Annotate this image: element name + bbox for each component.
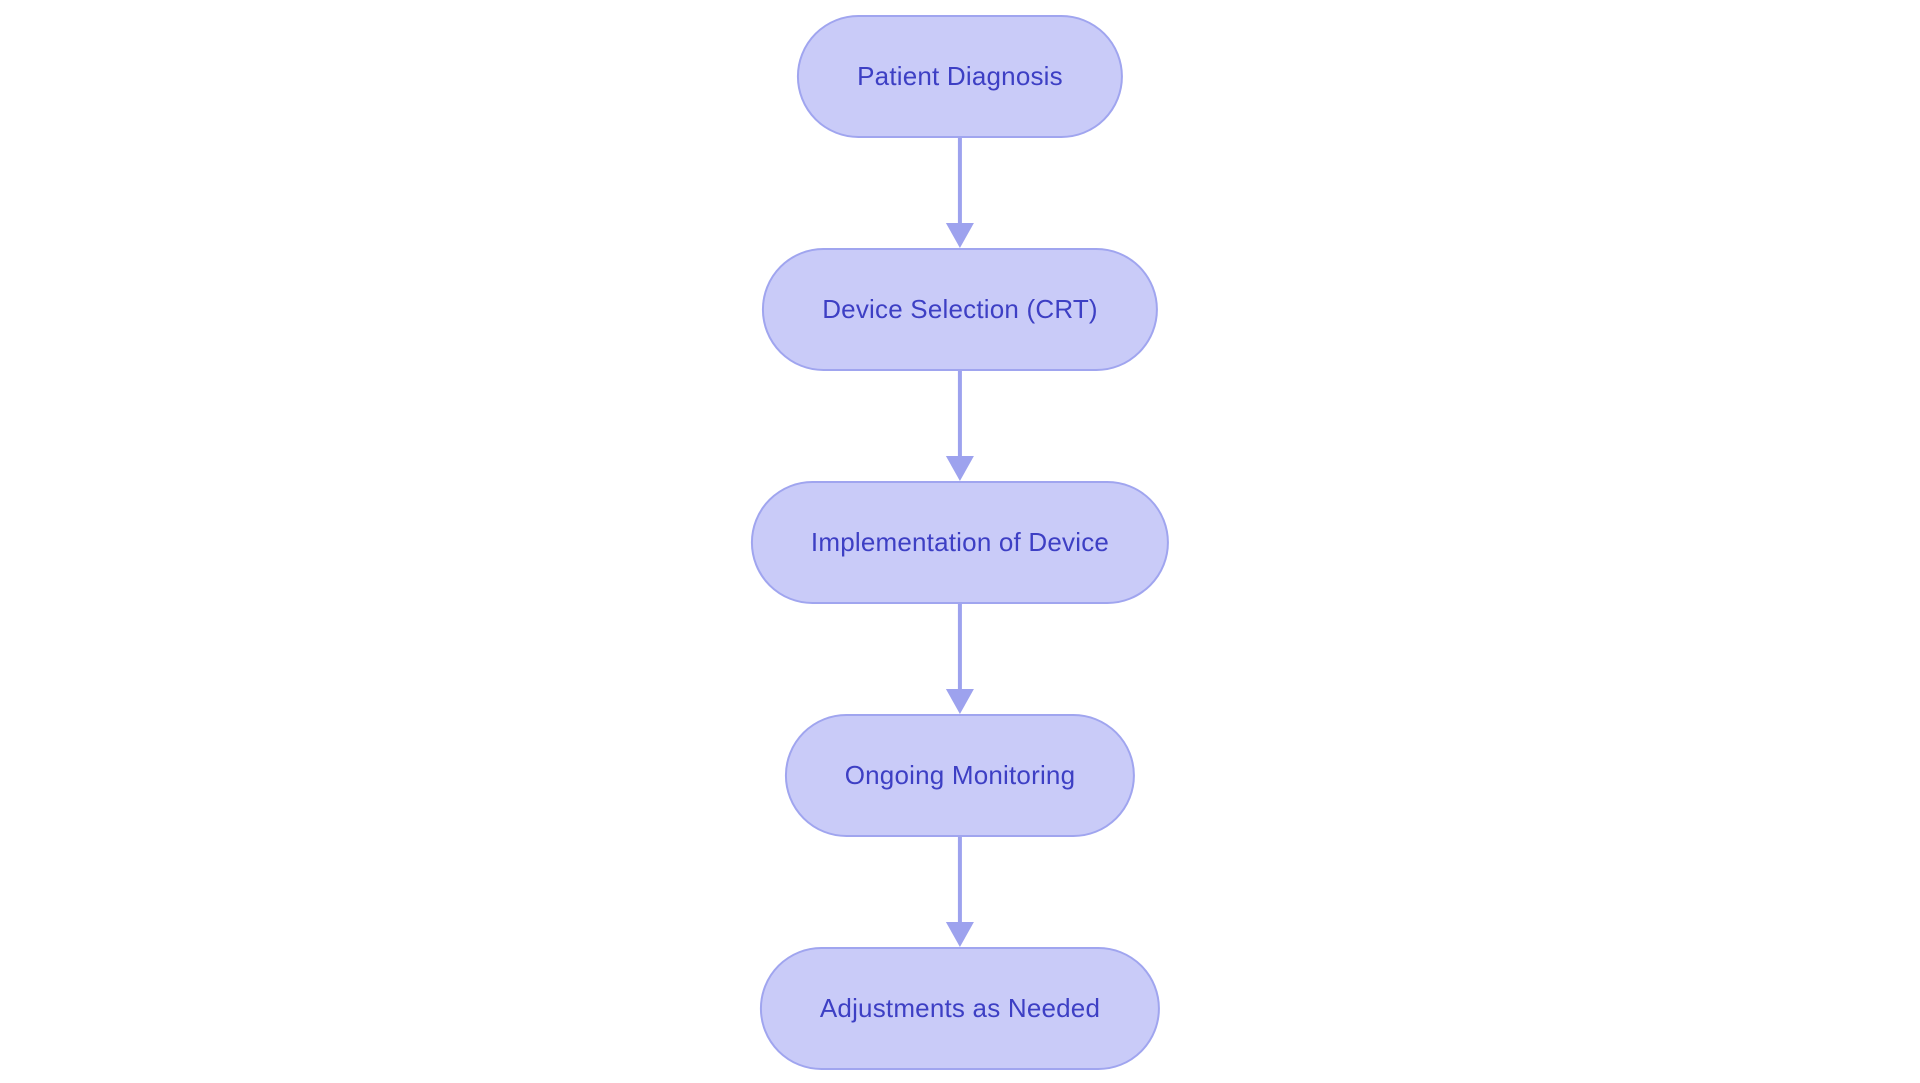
- arrowhead-down-icon: [945, 922, 974, 947]
- arrow-line: [957, 138, 962, 223]
- flow-arrow-implementation-of-device-to-ongoing-monitoring: [945, 604, 974, 714]
- arrowhead-down-icon: [945, 689, 974, 714]
- flow-node-patient-diagnosis: Patient Diagnosis: [797, 15, 1123, 138]
- flow-node-label: Ongoing Monitoring: [844, 760, 1076, 790]
- arrowhead-down-icon: [945, 456, 974, 481]
- flow-node-label: Implementation of Device: [810, 527, 1110, 557]
- flow-node-device-selection-crt: Device Selection (CRT): [762, 248, 1158, 371]
- flow-arrow-device-selection-crt-to-implementation-of-device: [945, 371, 974, 481]
- flow-arrow-patient-diagnosis-to-device-selection-crt: [945, 138, 974, 248]
- flow-node-adjustments-as-needed: Adjustments as Needed: [759, 947, 1161, 1070]
- flow-node-label: Patient Diagnosis: [857, 61, 1063, 91]
- arrow-line: [957, 604, 962, 689]
- flow-node-ongoing-monitoring: Ongoing Monitoring: [784, 714, 1136, 837]
- flow-node-implementation-of-device: Implementation of Device: [750, 481, 1170, 604]
- arrowhead-down-icon: [945, 223, 974, 248]
- arrow-line: [957, 371, 962, 456]
- flow-node-label: Device Selection (CRT): [822, 294, 1098, 324]
- flow-arrow-ongoing-monitoring-to-adjustments-as-needed: [945, 837, 974, 947]
- flow-node-label: Adjustments as Needed: [819, 993, 1101, 1023]
- arrow-line: [957, 837, 962, 922]
